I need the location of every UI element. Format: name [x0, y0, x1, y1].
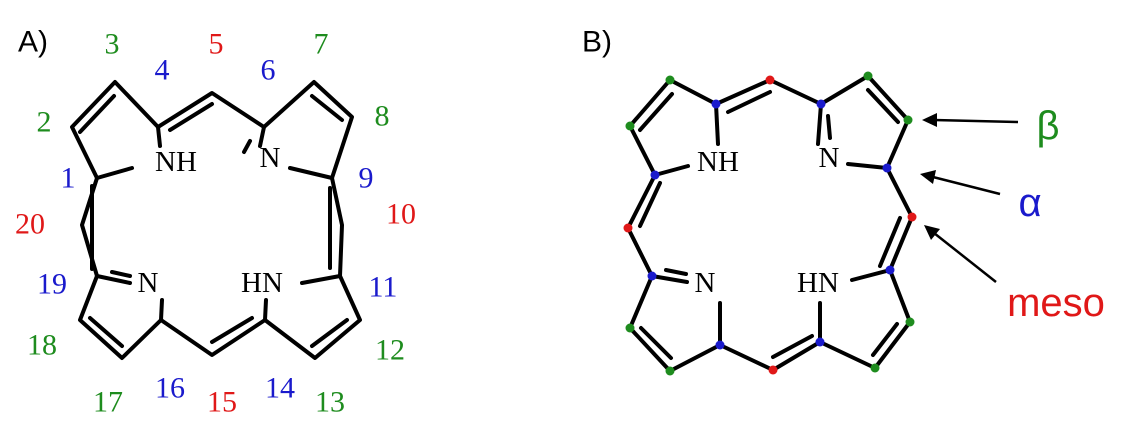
meso-carbon-dot	[765, 75, 775, 85]
alpha-carbon-dot	[650, 170, 660, 180]
beta-arrowhead	[922, 113, 937, 127]
n-label-east-bottom: HN	[797, 267, 839, 299]
position-label: 12	[375, 334, 405, 367]
panel-b: B)	[582, 26, 1105, 376]
beta-carbon-dot	[665, 75, 675, 85]
position-label: 10	[386, 198, 416, 231]
position-label: 9	[359, 162, 374, 195]
n-label-west-bottom: N	[695, 267, 716, 299]
panel-b-annotations: β α meso	[1007, 104, 1105, 325]
position-label: 3	[105, 28, 120, 61]
beta-carbon-dot	[625, 323, 635, 333]
panel-a-label: A)	[18, 26, 48, 59]
beta-carbon-dot	[905, 317, 915, 327]
n-label-west-top: NH	[697, 146, 739, 178]
position-label: 6	[261, 54, 276, 87]
alpha-carbon-dot	[647, 271, 657, 281]
beta-carbon-dot	[870, 363, 880, 373]
meso-carbon-dot	[907, 212, 917, 222]
beta-carbon-dot	[625, 121, 635, 131]
position-label: 1	[61, 162, 76, 195]
alpha-arrow	[932, 175, 1001, 196]
n-label-east-bottom: HN	[241, 267, 283, 299]
alpha-carbon-dot	[711, 99, 721, 109]
beta-carbon-dot	[903, 115, 913, 125]
panel-b-arrows	[920, 113, 1019, 283]
alpha-arrowhead	[920, 170, 936, 184]
meso-carbon-dot	[768, 365, 778, 375]
meso-arrow	[933, 232, 997, 283]
n-label-east-top: N	[819, 142, 840, 174]
position-label: 17	[93, 386, 123, 419]
position-label: 11	[369, 271, 398, 304]
position-label: 14	[265, 372, 295, 405]
alpha-carbon-dot	[816, 99, 826, 109]
n-label-west-top: NH	[155, 146, 197, 178]
panel-b-skeleton	[626, 74, 914, 373]
panel-b-atom-dots	[623, 71, 917, 376]
panel-a-numbering: 1 2 3 4 5 6 7 8 9 10 11 12 13 14 15 16 1…	[15, 28, 416, 419]
position-label: 15	[207, 386, 237, 419]
panel-b-label: B)	[582, 26, 612, 59]
position-label: 7	[314, 28, 329, 61]
position-label: 8	[375, 100, 390, 133]
alpha-carbon-dot	[815, 337, 825, 347]
beta-annotation: β	[1036, 104, 1059, 148]
beta-carbon-dot	[863, 71, 873, 81]
position-label: 2	[37, 106, 52, 139]
n-label-west-bottom: N	[138, 267, 159, 299]
position-label: 19	[37, 268, 67, 301]
meso-annotation: meso	[1007, 281, 1105, 325]
alpha-carbon-dot	[882, 163, 892, 173]
meso-carbon-dot	[623, 223, 633, 233]
n-label-east-top: N	[260, 142, 281, 174]
position-label: 16	[155, 372, 185, 405]
alpha-carbon-dot	[715, 340, 725, 350]
alpha-annotation: α	[1018, 181, 1041, 225]
position-label: 18	[27, 329, 57, 362]
position-label: 4	[155, 54, 170, 87]
panel-a-skeleton	[70, 80, 362, 360]
meso-arrowhead	[924, 225, 940, 240]
panel-a: A)	[15, 26, 416, 419]
position-label: 5	[209, 28, 224, 61]
position-label: 13	[315, 386, 345, 419]
panel-a-atoms: NH N N HN	[138, 142, 283, 299]
beta-carbon-dot	[665, 366, 675, 376]
panel-b-atoms: NH N N HN	[695, 142, 840, 299]
beta-arrow	[933, 118, 1019, 124]
position-label: 20	[15, 208, 45, 241]
alpha-carbon-dot	[885, 265, 895, 275]
